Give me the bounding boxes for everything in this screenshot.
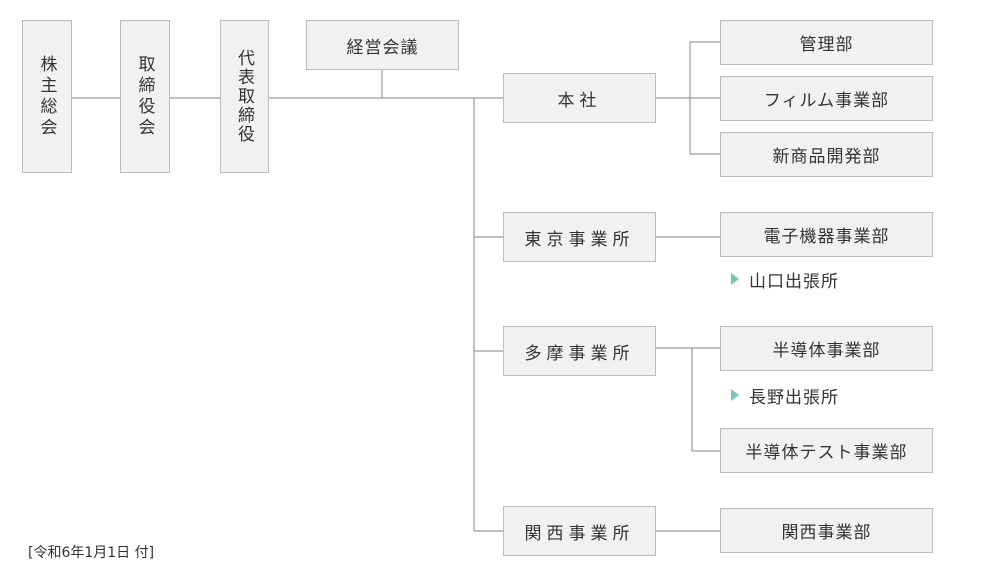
branch-office-label: 長野出張所: [749, 387, 839, 408]
unit-box-kansai: 関西事業部: [720, 508, 933, 553]
division-box-tama: 多摩事業所: [503, 326, 656, 376]
shareholders-meeting-label: 株主総会: [36, 54, 57, 139]
division-label: 本社: [557, 90, 602, 111]
board-of-directors-box: 取締役会: [120, 20, 170, 173]
shareholders-meeting-box: 株主総会: [22, 20, 72, 173]
unit-label: 電子機器事業部: [763, 227, 890, 247]
board-of-directors-label: 取締役会: [134, 54, 155, 139]
branch-office-nagano: 長野出張所: [731, 384, 839, 408]
unit-box-administration: 管理部: [720, 20, 933, 65]
unit-box-film: フィルム事業部: [720, 76, 933, 121]
unit-box-new-product-development: 新商品開発部: [720, 132, 933, 177]
division-box-tokyo: 東京事業所: [503, 212, 656, 262]
representative-director-box: 代表取締役: [220, 20, 269, 173]
division-label: 多摩事業所: [524, 343, 635, 364]
division-label: 関西事業所: [524, 523, 635, 544]
triangle-marker-icon: [731, 389, 739, 401]
triangle-marker-icon: [731, 273, 739, 285]
unit-label: フィルム事業部: [763, 91, 890, 111]
branch-office-yamaguchi: 山口出張所: [731, 268, 839, 292]
branch-office-label: 山口出張所: [749, 271, 839, 292]
division-box-kansai: 関西事業所: [503, 506, 656, 556]
unit-label: 半導体テスト事業部: [745, 443, 908, 463]
management-meeting-label: 経営会議: [346, 37, 419, 58]
unit-label: 新商品開発部: [772, 147, 881, 167]
division-label: 東京事業所: [524, 229, 635, 250]
unit-box-electronic-equipment: 電子機器事業部: [720, 212, 933, 257]
unit-label: 半導体事業部: [772, 341, 881, 361]
unit-label: 管理部: [799, 35, 854, 55]
unit-box-semiconductor: 半導体事業部: [720, 326, 933, 371]
representative-director-label: 代表取締役: [234, 49, 254, 144]
unit-box-semiconductor-test: 半導体テスト事業部: [720, 428, 933, 473]
unit-label: 関西事業部: [781, 523, 872, 543]
division-box-headquarters: 本社: [503, 73, 656, 123]
effective-date-note: [令和6年1月1日 付]: [28, 545, 155, 561]
management-meeting-box: 経営会議: [306, 20, 459, 70]
